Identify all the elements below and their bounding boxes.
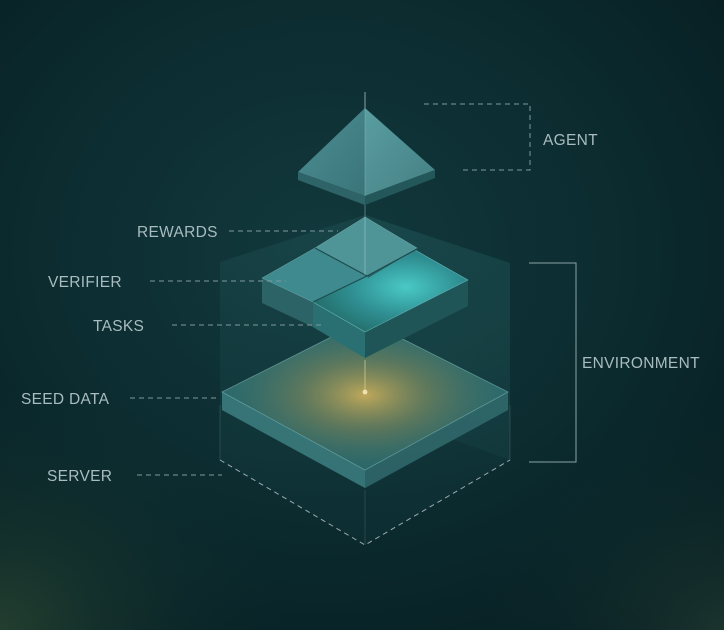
environment-label: ENVIRONMENT [582, 355, 700, 372]
component-blocks [261, 195, 469, 358]
tasks-block-top [313, 250, 468, 332]
seed-data-label: SEED DATA [21, 391, 110, 408]
verifier-label: VERIFIER [48, 274, 122, 291]
seed-data-slab [221, 319, 509, 488]
tasks-label: TASKS [93, 318, 144, 335]
seed-point [362, 389, 368, 395]
server-base-outline [219, 405, 511, 546]
leader-lines [130, 103, 577, 476]
labels: AGENT REWARDS VERIFIER TASKS ENVIRONMENT… [21, 132, 700, 485]
server-label: SERVER [47, 468, 112, 485]
rewards-label: REWARDS [137, 224, 218, 241]
environment-bracket [529, 262, 577, 463]
agent-bracket [424, 103, 531, 171]
agent-pyramid [298, 92, 435, 205]
agent-label: AGENT [543, 132, 598, 149]
